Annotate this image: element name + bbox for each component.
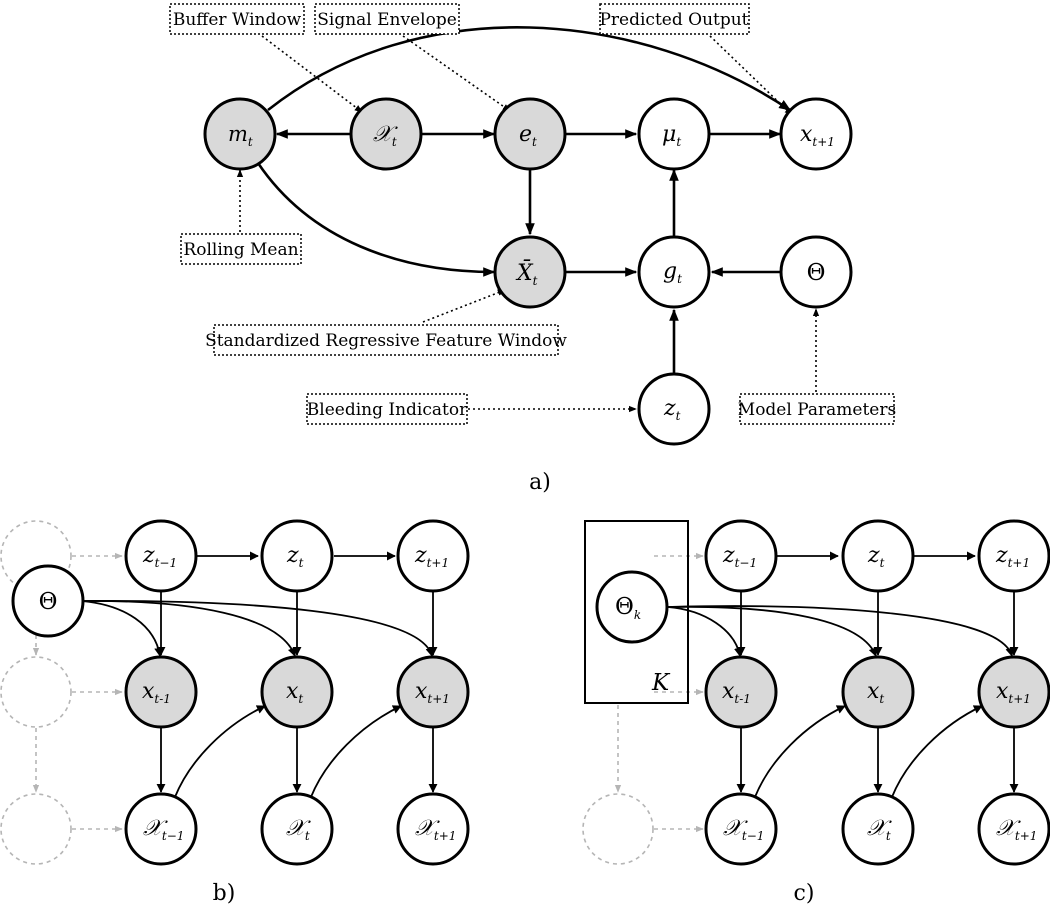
label-predicted-output: Predicted Output <box>599 3 750 35</box>
svg-text:𝒳t−1: 𝒳t−1 <box>143 816 184 843</box>
svg-text:Bleeding Indicator: Bleeding Indicator <box>307 400 468 420</box>
edge-m-to-xbar <box>256 162 496 277</box>
svg-text:mt: mt <box>228 122 253 149</box>
svg-text:xt-1: xt-1 <box>142 679 171 706</box>
svg-text:Standardized Regressive Featur: Standardized Regressive Feature Window <box>205 331 567 351</box>
svg-text:zt: zt <box>663 396 681 423</box>
edge-m-to-x <box>267 26 791 112</box>
connector-signal-envelope <box>402 35 511 112</box>
panel-b-node-chi-t: 𝒳t <box>260 792 334 866</box>
svg-text:et: et <box>519 122 537 149</box>
connector-predicted-output <box>709 35 793 116</box>
svg-text:xt+1: xt+1 <box>996 679 1031 706</box>
svg-text:gt: gt <box>663 259 682 286</box>
panel-b-node-z-t-plus-1: zt+1 <box>396 519 470 593</box>
svg-text:Predicted Output: Predicted Output <box>599 10 748 30</box>
label-buffer-window: Buffer Window <box>169 3 305 35</box>
panel-b-node-x-t-plus-1: xt+1 <box>396 655 470 729</box>
svg-text:Buffer Window: Buffer Window <box>173 10 302 30</box>
svg-text:Θ: Θ <box>807 260 826 286</box>
svg-text:Model Parameters: Model Parameters <box>738 400 896 420</box>
panel-c-ghost <box>582 552 704 865</box>
panel-b: Θ zt−1 zt zt+1 xt-1 xt xt+1 <box>0 519 470 906</box>
connector-standardized-window <box>422 289 506 323</box>
node-e-t: et <box>493 97 567 171</box>
svg-text:Θk: Θk <box>615 594 641 622</box>
panel-c-node-z-t: zt <box>841 519 915 593</box>
svg-text:xt+1: xt+1 <box>800 122 835 149</box>
node-z-t: zt <box>637 372 711 446</box>
node-g-t: gt <box>637 235 711 309</box>
node-m-t: mt <box>203 97 277 171</box>
panel-b-ghost <box>0 520 123 865</box>
panel-b-node-z-t: zt <box>260 519 334 593</box>
panel-c-node-chi-t-minus-1: 𝒳t−1 <box>704 792 778 866</box>
label-model-parameters: Model Parameters <box>738 393 896 425</box>
node-x-t-plus-1: xt+1 <box>779 97 853 171</box>
node-xbar-t: X̄t <box>493 235 567 309</box>
svg-text:Θ: Θ <box>39 589 58 615</box>
connector-buffer-window <box>261 35 363 113</box>
svg-text:zt−1: zt−1 <box>722 543 757 570</box>
panel-c-node-z-t-plus-1: zt+1 <box>977 519 1050 593</box>
panel-c: K Θk zt−1 zt <box>582 519 1050 906</box>
svg-text:zt+1: zt+1 <box>414 543 449 570</box>
panel-a-edges <box>256 26 791 373</box>
svg-text:Signal Envelope: Signal Envelope <box>317 10 457 30</box>
svg-text:zt: zt <box>286 543 304 570</box>
panel-a: mt 𝒳t et μt xt+1 X̄t gt Θ <box>169 3 896 495</box>
caption-b: b) <box>213 881 236 906</box>
svg-text:zt: zt <box>867 543 885 570</box>
panel-c-node-theta-k: Θk <box>595 570 669 644</box>
panel-a-label-connectors <box>236 35 820 413</box>
label-bleeding-indicator: Bleeding Indicator <box>306 393 468 425</box>
label-rolling-mean: Rolling Mean <box>180 233 302 265</box>
svg-text:xt-1: xt-1 <box>722 679 751 706</box>
svg-text:zt+1: zt+1 <box>995 543 1030 570</box>
panel-b-node-x-t: xt <box>260 655 334 729</box>
panel-b-node-x-t-minus-1: xt-1 <box>124 655 198 729</box>
node-theta: Θ <box>779 235 853 309</box>
panel-c-node-z-t-minus-1: zt−1 <box>704 519 778 593</box>
panel-c-node-x-t: xt <box>841 655 915 729</box>
svg-text:zt−1: zt−1 <box>142 543 177 570</box>
node-chi-t: 𝒳t <box>349 97 423 171</box>
svg-text:𝒳t+1: 𝒳t+1 <box>996 816 1037 843</box>
svg-text:xt: xt <box>867 679 884 706</box>
plate-label: K <box>651 670 671 696</box>
panel-b-node-theta: Θ <box>11 564 85 638</box>
svg-text:xt+1: xt+1 <box>415 679 450 706</box>
label-standardized-window: Standardized Regressive Feature Window <box>205 324 567 356</box>
node-mu-t: μt <box>637 97 711 171</box>
label-signal-envelope: Signal Envelope <box>314 3 460 35</box>
panel-c-node-chi-t: 𝒳t <box>841 792 915 866</box>
panel-b-node-chi-t-plus-1: 𝒳t+1 <box>396 792 470 866</box>
panel-c-node-x-t-plus-1: xt+1 <box>977 655 1050 729</box>
caption-c: c) <box>794 881 815 906</box>
panel-b-edges <box>81 551 438 798</box>
svg-text:𝒳t+1: 𝒳t+1 <box>415 816 456 843</box>
plate-k <box>584 520 689 704</box>
svg-text:xt: xt <box>286 679 303 706</box>
panel-b-node-z-t-minus-1: zt−1 <box>124 519 198 593</box>
caption-a: a) <box>529 470 551 495</box>
panel-c-node-chi-t-plus-1: 𝒳t+1 <box>977 792 1050 866</box>
svg-text:Rolling Mean: Rolling Mean <box>183 240 298 260</box>
panel-c-node-x-t-minus-1: xt-1 <box>704 655 778 729</box>
panel-b-node-chi-t-minus-1: 𝒳t−1 <box>124 792 198 866</box>
panel-c-edges <box>667 551 1019 798</box>
svg-text:X̄t: X̄t <box>515 259 538 288</box>
svg-text:μt: μt <box>662 122 681 149</box>
